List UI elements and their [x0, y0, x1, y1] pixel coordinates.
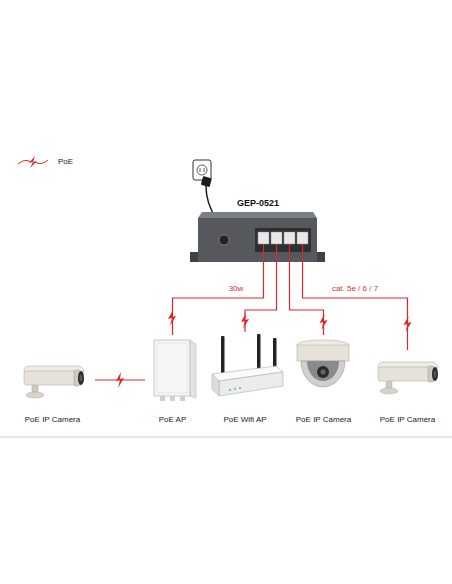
- poe-cable: [303, 262, 408, 350]
- legend-sample: [16, 155, 50, 169]
- device: PoE IP Camera: [365, 350, 450, 425]
- cable-label: cat. 5e / 6 / 7: [330, 284, 380, 294]
- outdoor-ap: [154, 340, 196, 401]
- device-label: PoE Wifi AP: [223, 415, 266, 425]
- poe-cable: [173, 262, 264, 335]
- poe-cable: [95, 379, 145, 380]
- device-label: PoE IP Camera: [296, 415, 351, 425]
- wifi-ap: [212, 334, 283, 396]
- poe-switch: GEP-0521: [198, 198, 318, 262]
- device-label: PoE IP Camera: [25, 415, 80, 425]
- device: PoE AP: [145, 335, 200, 425]
- device-model: GEP-0521: [237, 198, 279, 209]
- device: PoE IP Camera: [292, 335, 355, 425]
- device: PoE Wifi AP: [205, 332, 285, 425]
- bullet-camera: [24, 366, 84, 398]
- device-label: PoE AP: [159, 415, 187, 425]
- dome-camera: [297, 340, 349, 387]
- bullet-camera: [378, 362, 438, 394]
- poe-cable: [245, 262, 277, 332]
- device: PoE IP Camera: [10, 355, 95, 425]
- switch-illustration: [190, 212, 325, 262]
- legend-entry: PoE: [16, 155, 73, 169]
- divider-line: [0, 437, 452, 438]
- cable-label: 30w: [227, 284, 246, 294]
- device-label: PoE IP Camera: [380, 415, 435, 425]
- legend-text: PoE: [58, 157, 73, 167]
